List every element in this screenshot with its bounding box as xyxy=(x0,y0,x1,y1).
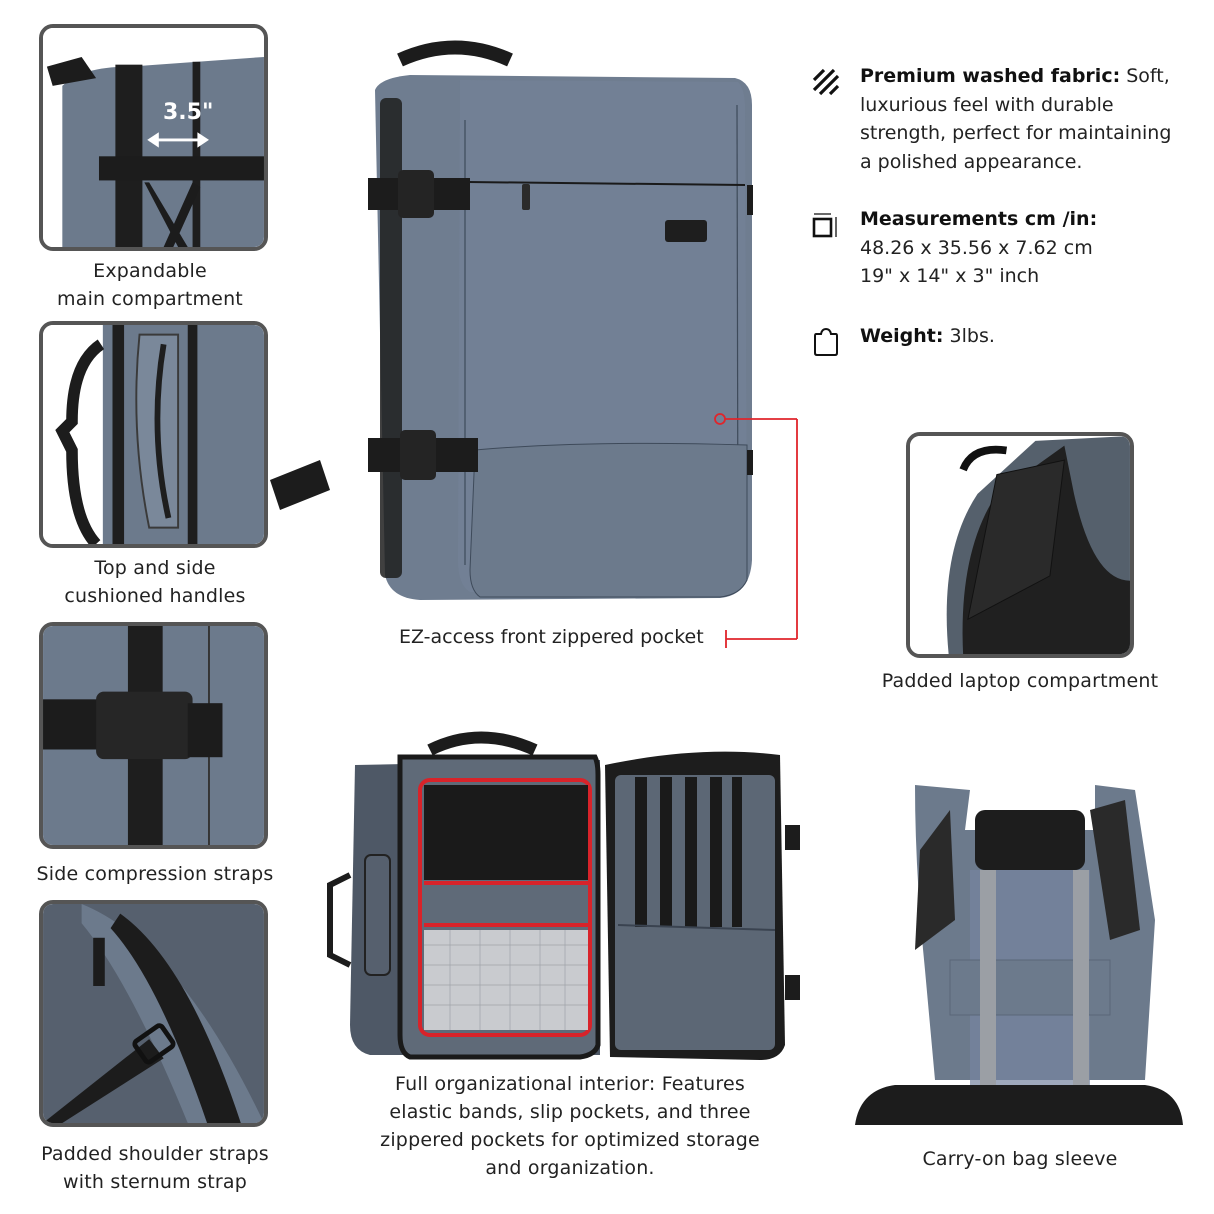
shoulder-straps-image xyxy=(43,904,264,1123)
interior-backpack-image xyxy=(327,731,800,1060)
feature-weight-text: Weight: 3lbs. xyxy=(860,322,1200,351)
caption-compression: Side compression straps xyxy=(20,860,290,888)
feature-line: 19" x 14" x 3" inch xyxy=(860,265,1040,287)
expandable-compartment-image xyxy=(43,28,264,247)
expansion-measurement-label: 3.5" xyxy=(163,100,214,125)
callout-leader-line xyxy=(714,413,798,648)
caption-line: and organization. xyxy=(485,1157,655,1179)
caption-line: Top and side xyxy=(94,557,216,579)
caption-line: Expandable xyxy=(93,260,207,282)
feature-title: Measurements cm /in: xyxy=(860,208,1098,230)
caption-line: cushioned handles xyxy=(64,585,246,607)
caption-line: Side compression straps xyxy=(36,863,274,885)
feature-fabric-text: Premium washed fabric: Soft, luxurious f… xyxy=(860,62,1200,176)
caption-line: main compartment xyxy=(57,288,243,310)
carry-on-sleeve-image xyxy=(855,785,1183,1125)
feature-measurements-text: Measurements cm /in: 48.26 x 35.56 x 7.6… xyxy=(860,205,1200,291)
feature-title: Premium washed fabric: xyxy=(860,65,1121,87)
main-backpack-image xyxy=(270,40,753,600)
caption-line: Padded shoulder straps xyxy=(41,1143,269,1165)
feature-line: luxurious feel with durable xyxy=(860,93,1114,116)
caption-line: zippered pockets for optimized storage xyxy=(380,1129,760,1151)
thumb-laptop-compartment xyxy=(906,432,1134,658)
thumb-handles xyxy=(39,321,268,548)
feature-line: 48.26 x 35.56 x 7.62 cm xyxy=(860,236,1093,259)
caption-line: elastic bands, slip pockets, and three xyxy=(389,1101,751,1123)
feature-line: 3lbs. xyxy=(949,325,995,347)
dimensions-icon xyxy=(812,213,837,238)
feature-title: Weight: xyxy=(860,325,944,347)
caption-laptop: Padded laptop compartment xyxy=(881,670,1159,692)
caption-shoulder: Padded shoulder straps with sternum stra… xyxy=(20,1140,290,1196)
thumb-compression-straps xyxy=(39,622,268,849)
caption-expandable: Expandable main compartment xyxy=(30,257,270,313)
handles-image xyxy=(43,325,264,544)
feature-line: strength, perfect for maintaining xyxy=(860,122,1172,144)
thumb-expandable-compartment: 3.5" xyxy=(39,24,268,251)
caption-line: with sternum strap xyxy=(63,1171,247,1193)
feature-line: Soft, xyxy=(1126,65,1170,87)
compression-straps-image xyxy=(43,626,264,845)
caption-interior: Full organizational interior: Features e… xyxy=(355,1070,785,1182)
fabric-stripes-icon xyxy=(812,68,840,96)
callout-front-pocket-label: EZ-access front zippered pocket xyxy=(399,626,704,648)
weight-scale-icon xyxy=(814,328,838,356)
caption-line: Full organizational interior: Features xyxy=(394,1073,746,1095)
caption-handles: Top and side cushioned handles xyxy=(30,554,280,610)
laptop-compartment-image xyxy=(910,436,1130,654)
caption-carry-on: Carry-on bag sleeve xyxy=(922,1148,1118,1170)
feature-line: a polished appearance. xyxy=(860,150,1083,173)
thumb-shoulder-straps xyxy=(39,900,268,1127)
